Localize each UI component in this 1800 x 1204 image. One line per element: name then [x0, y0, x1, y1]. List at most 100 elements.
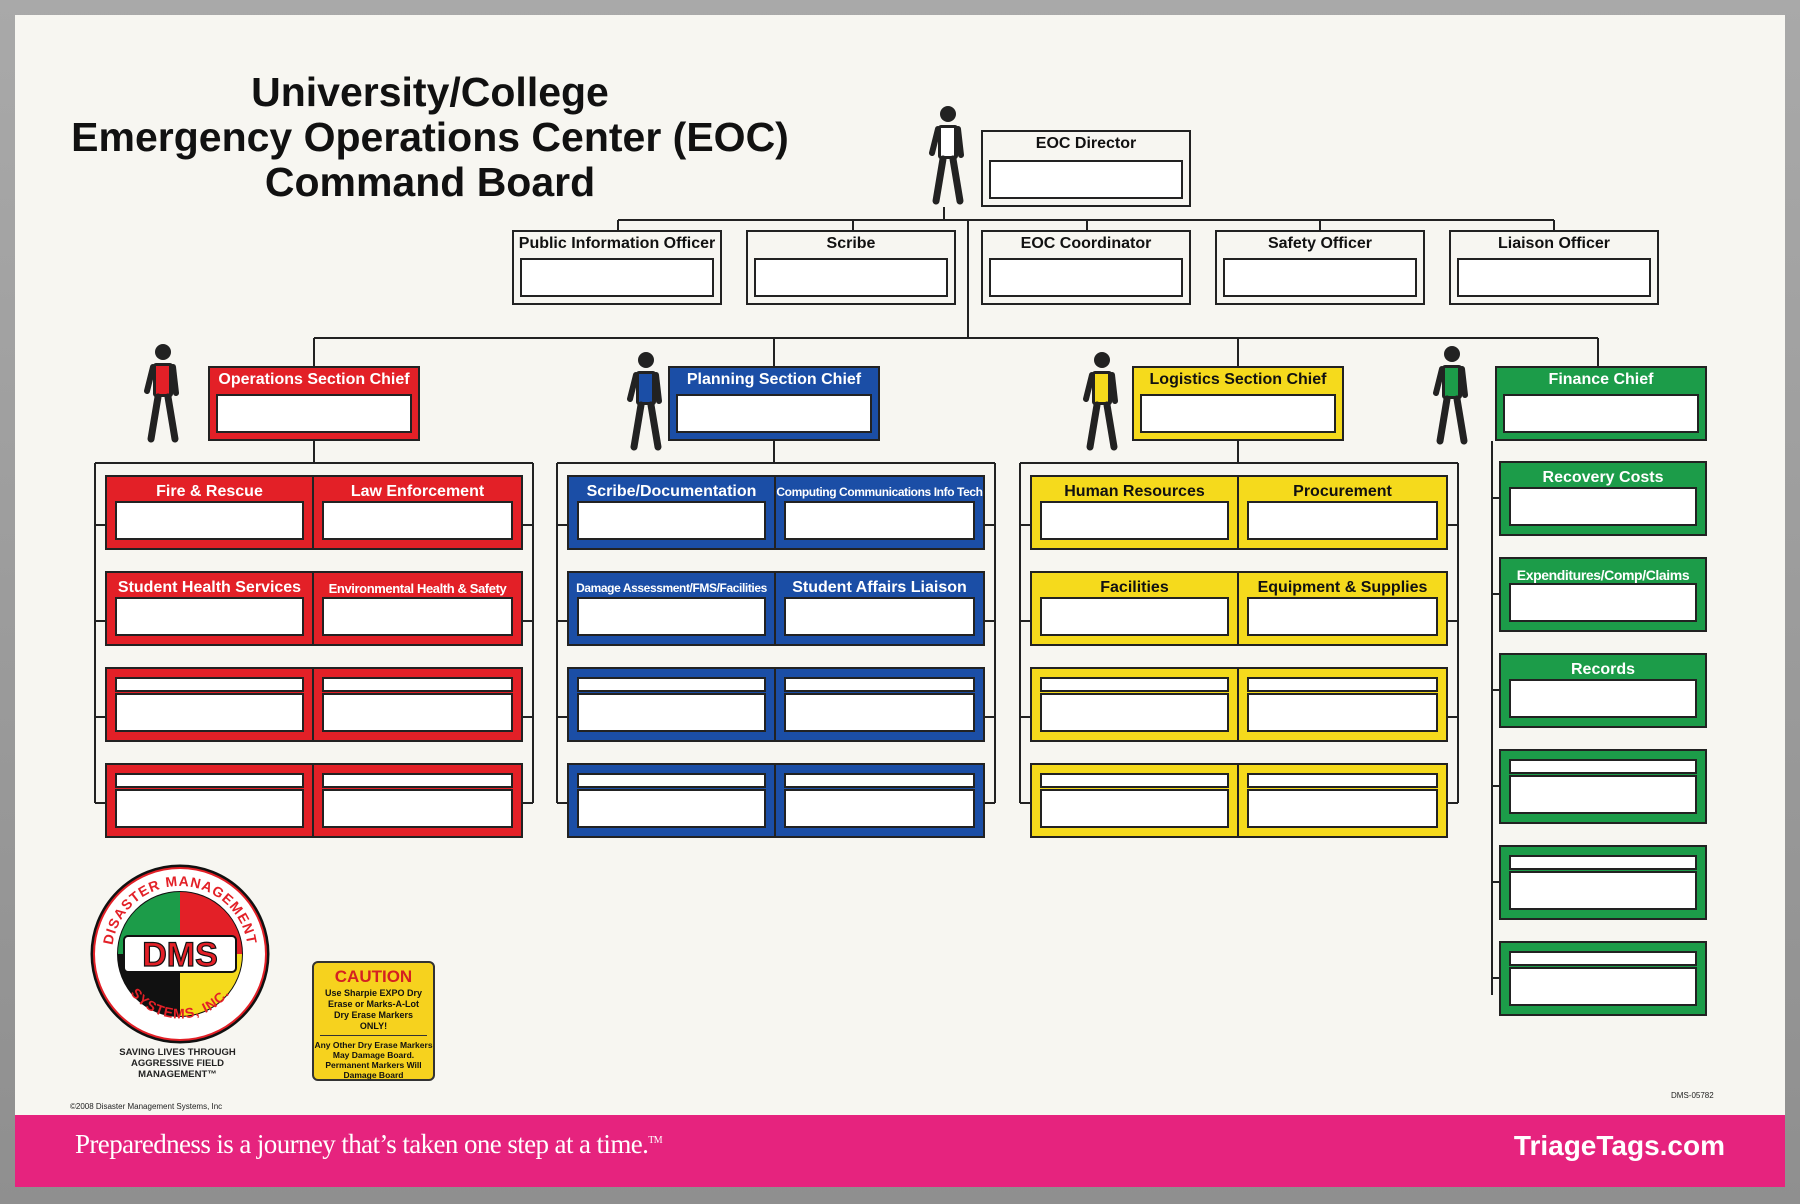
- unit-write-field[interactable]: [322, 693, 513, 732]
- unit-name-field[interactable]: [115, 773, 304, 788]
- unit-cell: [1239, 765, 1446, 836]
- unit-cell: Fire & Rescue: [107, 477, 314, 548]
- unit-name-field[interactable]: [784, 677, 975, 692]
- unit-label: Student Health Services: [117, 579, 302, 596]
- unit-cell: Student Health Services: [107, 573, 314, 644]
- unit-name-field[interactable]: [577, 773, 766, 788]
- section-chief-write-field[interactable]: [1503, 394, 1699, 433]
- finance-chief-box: Finance Chief: [1495, 366, 1707, 441]
- unit-name-field[interactable]: [577, 677, 766, 692]
- unit-cell: Computing Communications Info Tech: [776, 477, 983, 548]
- unit-write-field[interactable]: [322, 501, 513, 540]
- unit-cell: Environmental Health & Safety: [314, 573, 521, 644]
- staff-label: Liaison Officer: [1497, 235, 1611, 252]
- unit-name-field[interactable]: [1509, 759, 1697, 774]
- trademark: TM: [648, 1135, 663, 1146]
- staff-label: Safety Officer: [1267, 235, 1373, 252]
- unit-write-field[interactable]: [1509, 967, 1697, 1006]
- unit-write-field[interactable]: [784, 693, 975, 732]
- unit-name-field[interactable]: [322, 773, 513, 788]
- unit-name-field[interactable]: [1247, 773, 1438, 788]
- finance-unit-blank: [1499, 941, 1707, 1016]
- unit-cell: [314, 669, 521, 740]
- unit-name-field[interactable]: [1509, 855, 1697, 870]
- unit-name-field[interactable]: [115, 677, 304, 692]
- caution-text-2: Any Other Dry Erase Markers May Damage B…: [314, 1040, 433, 1080]
- unit-cell: [1032, 765, 1239, 836]
- unit-write-field[interactable]: [1040, 693, 1229, 732]
- unit-cell: [107, 669, 314, 740]
- unit-name-field[interactable]: [1040, 677, 1229, 692]
- finance-unit-blank: [1499, 749, 1707, 824]
- unit-write-field[interactable]: [1509, 679, 1697, 718]
- unit-write-field[interactable]: [1509, 583, 1697, 622]
- operations-section-chief-box: Operations Section Chief: [208, 366, 420, 441]
- eoc-coordinator-box: EOC Coordinator: [981, 230, 1191, 305]
- unit-write-field[interactable]: [577, 501, 766, 540]
- staff-write-field[interactable]: [754, 258, 948, 297]
- staff-write-field[interactable]: [1457, 258, 1651, 297]
- unit-cell: Damage Assessment/FMS/Facilities: [569, 573, 776, 644]
- unit-label: Law Enforcement: [350, 483, 485, 500]
- unit-write-field[interactable]: [322, 789, 513, 828]
- unit-write-field[interactable]: [784, 597, 975, 636]
- logistics-person-icon: [1083, 352, 1118, 451]
- safety-officer-box: Safety Officer: [1215, 230, 1425, 305]
- product-code: DMS-05782: [1671, 1091, 1714, 1100]
- unit-write-field[interactable]: [115, 597, 304, 636]
- unit-label: Human Resources: [1064, 483, 1205, 500]
- unit-write-field[interactable]: [784, 501, 975, 540]
- unit-write-field[interactable]: [1247, 789, 1438, 828]
- planning-unit-row: Damage Assessment/FMS/Facilities Student…: [567, 571, 985, 646]
- unit-name-field[interactable]: [1040, 773, 1229, 788]
- operations-person-icon: [144, 344, 179, 443]
- staff-write-field[interactable]: [1223, 258, 1417, 297]
- unit-label: Recovery Costs: [1542, 469, 1664, 486]
- unit-write-field[interactable]: [1040, 501, 1229, 540]
- staff-write-field[interactable]: [520, 258, 714, 297]
- title-line-2: Emergency Operations Center (EOC): [71, 114, 789, 160]
- unit-write-field[interactable]: [577, 693, 766, 732]
- unit-label: Records: [1570, 661, 1636, 678]
- unit-write-field[interactable]: [577, 597, 766, 636]
- unit-write-field[interactable]: [115, 789, 304, 828]
- unit-name-field[interactable]: [1247, 677, 1438, 692]
- unit-cell: [1239, 669, 1446, 740]
- unit-write-field[interactable]: [1247, 693, 1438, 732]
- section-chief-write-field[interactable]: [676, 394, 872, 433]
- unit-write-field[interactable]: [1509, 871, 1697, 910]
- unit-write-field[interactable]: [1247, 597, 1438, 636]
- planning-section-chief-box: Planning Section Chief: [668, 366, 880, 441]
- section-chief-write-field[interactable]: [1140, 394, 1336, 433]
- unit-write-field[interactable]: [115, 693, 304, 732]
- website-link[interactable]: TriageTags.com: [1513, 1130, 1725, 1161]
- unit-cell: Scribe/Documentation: [569, 477, 776, 548]
- unit-cell: [776, 669, 983, 740]
- eoc-director-write-field[interactable]: [989, 160, 1183, 199]
- unit-name-field[interactable]: [322, 677, 513, 692]
- board-title: University/College Emergency Operations …: [70, 70, 790, 205]
- unit-cell: Equipment & Supplies: [1239, 573, 1446, 644]
- unit-write-field[interactable]: [322, 597, 513, 636]
- logo-initials: DMS: [142, 936, 218, 974]
- unit-label: Computing Communications Info Tech: [776, 485, 983, 499]
- operations-unit-row-blank: [105, 763, 523, 838]
- unit-write-field[interactable]: [115, 501, 304, 540]
- unit-write-field[interactable]: [1247, 501, 1438, 540]
- staff-write-field[interactable]: [989, 258, 1183, 297]
- unit-label: Environmental Health & Safety: [328, 581, 507, 596]
- unit-write-field[interactable]: [1509, 775, 1697, 814]
- unit-write-field[interactable]: [577, 789, 766, 828]
- unit-name-field[interactable]: [1509, 951, 1697, 966]
- unit-write-field[interactable]: [1040, 597, 1229, 636]
- unit-label: Procurement: [1293, 483, 1392, 500]
- unit-write-field[interactable]: [1509, 487, 1697, 526]
- director-person-icon: [929, 106, 964, 205]
- unit-write-field[interactable]: [784, 789, 975, 828]
- unit-write-field[interactable]: [1040, 789, 1229, 828]
- section-chief-write-field[interactable]: [216, 394, 412, 433]
- caution-text-1: Use Sharpie EXPO Dry Erase or Marks-A-Lo…: [320, 988, 427, 1036]
- finance-person-icon: [1433, 346, 1468, 445]
- caution-notice: CAUTION Use Sharpie EXPO Dry Erase or Ma…: [312, 961, 435, 1081]
- unit-name-field[interactable]: [784, 773, 975, 788]
